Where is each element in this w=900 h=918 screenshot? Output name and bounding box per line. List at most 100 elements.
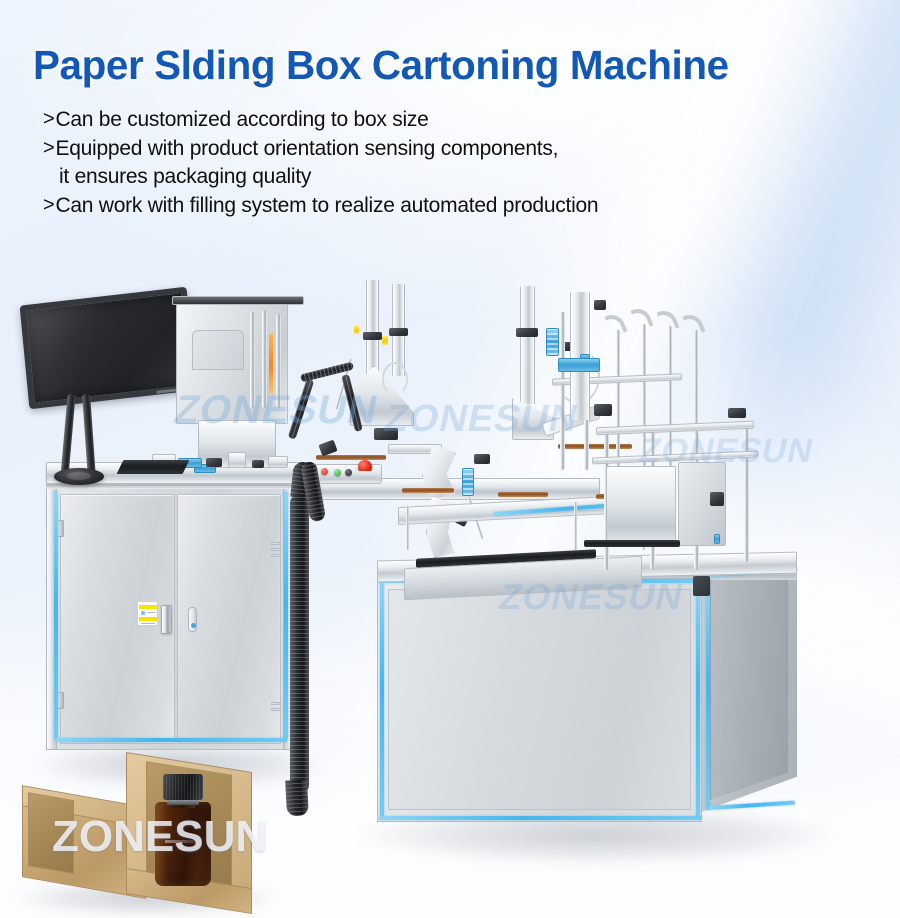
blue-trim-strip [696, 580, 700, 816]
caster-wheel [318, 786, 344, 816]
blue-trim-strip [706, 578, 710, 810]
safety-warning-label [137, 601, 158, 626]
gripper-jaw [318, 439, 338, 457]
pneumatic-cylinder [366, 280, 379, 376]
bracket [268, 456, 288, 468]
bullet-marker-icon: > [43, 194, 55, 217]
suction-cup-bar [402, 488, 454, 493]
cable-conduit [285, 779, 309, 817]
cabinet-door-left[interactable] [60, 494, 175, 744]
blue-trim-strip [284, 492, 288, 740]
cylinder-fitting [389, 328, 408, 336]
headline-block: Paper Slding Box Cartoning Machine [33, 43, 873, 87]
sensor-bracket [710, 492, 724, 506]
sensor-indicator [354, 326, 359, 334]
suction-cup-bar [558, 444, 632, 449]
leveling-foot [812, 792, 842, 816]
sensor-head [594, 300, 606, 310]
pneumatic-valve [462, 468, 474, 496]
frame-upright [560, 312, 565, 470]
cable-gland [252, 460, 264, 468]
cabinet-front-panel [377, 578, 702, 822]
cylinder-fitting [363, 332, 382, 340]
cabinet-vent [271, 702, 280, 705]
suction-cup-bar [498, 492, 548, 497]
rod-hook [682, 310, 706, 338]
valve-block [374, 428, 398, 440]
frame-corner-cap [693, 576, 710, 596]
magazine-guide-rod [656, 306, 680, 476]
blue-trim-strip [55, 738, 287, 742]
cabinet-vent [271, 708, 280, 711]
leveling-foot [690, 862, 720, 886]
pickup-head [728, 408, 746, 418]
rod-hook [604, 310, 628, 338]
bottle-highlight [165, 840, 201, 843]
connector-block [206, 458, 222, 467]
deck-electronics-group [152, 448, 292, 478]
guide-rod [250, 312, 255, 408]
hmi-touchscreen-display[interactable] [19, 286, 197, 410]
feature-text: Can be customized according to box size [55, 108, 429, 131]
sensor-block [194, 464, 216, 473]
bottle-cap [163, 774, 203, 800]
monitor-stand-post [82, 393, 96, 479]
leveling-foot [352, 806, 382, 830]
magazine-guide-rod [630, 304, 654, 476]
support-post [574, 502, 577, 550]
frame-upright [744, 422, 749, 562]
alarm-button[interactable] [321, 468, 328, 475]
cabinet-door-right[interactable] [177, 494, 281, 744]
monitor-stand-base [54, 468, 104, 485]
mode-selector[interactable] [345, 469, 352, 476]
fitting-block [560, 342, 574, 351]
blue-trim-strip [380, 580, 384, 816]
control-module [558, 358, 600, 372]
sensor-indicator [714, 534, 720, 544]
hmi-monitor-assembly [12, 286, 212, 496]
label-text-line [141, 623, 155, 624]
cabinet-door-lock[interactable] [188, 607, 197, 632]
pneumatic-valve [546, 328, 559, 356]
magazine-body-panel [678, 462, 726, 546]
hopper-cutout [192, 330, 244, 370]
rod-hook [656, 306, 680, 334]
vertical-actuator [520, 286, 535, 404]
machine-base-cabinet [377, 560, 797, 828]
feature-item-continuation: it ensures packaging quality [43, 163, 873, 191]
product-sample-group [22, 752, 262, 914]
bottle-neck-ring [167, 800, 199, 805]
cabinet-door-handle[interactable] [161, 605, 172, 634]
actuator-fitting [516, 328, 538, 337]
magazine-body-panel [606, 466, 676, 546]
control-cabinet-double-door [46, 476, 294, 761]
feature-item: > Can work with filling system to realiz… [43, 192, 873, 220]
label-warning-band [139, 617, 157, 621]
blue-trim-strip [379, 816, 701, 820]
magazine-guide-rod [604, 310, 628, 476]
bullet-marker-icon: > [43, 108, 55, 130]
label-warning-band [139, 605, 157, 609]
feature-text: Can work with filling system to realize … [55, 194, 599, 218]
start-button[interactable] [334, 469, 341, 476]
rod-hook [630, 304, 654, 332]
emergency-stop-button[interactable] [354, 460, 376, 478]
feature-text: it ensures packaging quality [59, 165, 312, 189]
sensor-indicator [382, 336, 388, 345]
bullet-marker-icon: > [43, 136, 55, 159]
collection-tray [116, 460, 190, 474]
caster-wheel [634, 848, 660, 878]
magazine-guide-rod [682, 310, 706, 476]
orange-guide-bar [269, 334, 273, 394]
label-icon-dot [141, 611, 145, 615]
monitor-stand-post [60, 393, 76, 479]
feature-text: Equipped with product orientation sensin… [55, 136, 559, 160]
cabinet-vent [271, 542, 280, 545]
blue-trim-strip [54, 492, 58, 740]
label-text-line [147, 612, 156, 613]
magazine-feed-track [584, 540, 680, 547]
feature-item: > Equipped with product orientation sens… [43, 135, 873, 163]
pneumatic-cylinder-group [316, 280, 480, 490]
amber-glass-bottle [155, 774, 211, 886]
